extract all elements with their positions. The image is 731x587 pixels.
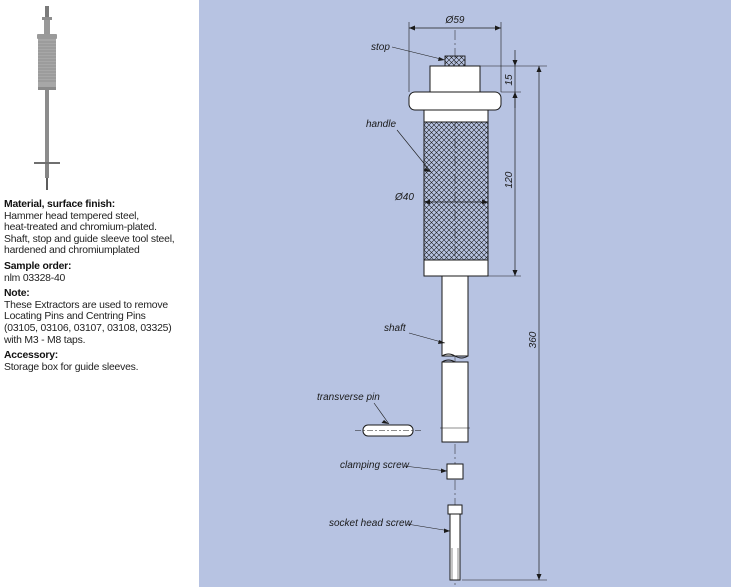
handle-collar xyxy=(408,91,502,111)
stop-body xyxy=(429,65,481,93)
dimension-diameter-59: Ø59 xyxy=(445,15,465,26)
clamping-screw xyxy=(446,463,464,480)
shaft-upper xyxy=(441,275,469,357)
dimension-120: 120 xyxy=(504,171,515,188)
note-line: with M3 - M8 taps. xyxy=(4,334,86,346)
label-shaft: shaft xyxy=(384,323,407,334)
extractor-technical-drawing: Ø59 Ø40 15 120 360 stop handle shaft tra… xyxy=(317,15,547,585)
sample-order-heading: Sample order: xyxy=(4,260,72,272)
extractor-thumbnail-image xyxy=(34,6,60,190)
technical-drawing-panel: Ø59 Ø40 15 120 360 stop handle shaft tra… xyxy=(199,0,731,587)
material-line: hardened and chromiumplated xyxy=(4,245,140,257)
material-heading: Material, surface finish: xyxy=(4,199,116,210)
socket-screw-shank xyxy=(449,513,461,581)
dimension-360: 360 xyxy=(528,331,539,348)
accessory-heading: Accessory: xyxy=(4,350,59,362)
product-specification: Material, surface finish: Hammer head te… xyxy=(4,199,196,373)
product-info-column: Material, surface finish: Hammer head te… xyxy=(0,0,198,587)
shaft-break-line xyxy=(441,353,469,359)
label-stop: stop xyxy=(371,42,390,53)
accessory-value: Storage box for guide sleeves. xyxy=(4,361,139,373)
label-clamping-screw: clamping screw xyxy=(340,460,410,471)
stop-knurled-cap xyxy=(444,55,466,67)
shaft-lower xyxy=(441,361,469,443)
label-transverse-pin: transverse pin xyxy=(317,392,380,403)
note-heading: Note: xyxy=(4,288,30,300)
note-line: Locating Pins and Centring Pins xyxy=(4,311,146,323)
note-line: (03105, 03106, 03107, 03108, 03325) xyxy=(4,322,172,334)
label-handle: handle xyxy=(366,119,396,130)
note-line: These Extractors are used to remove xyxy=(4,299,168,311)
dimension-diameter-40: Ø40 xyxy=(394,192,414,203)
socket-screw-head xyxy=(447,504,463,515)
label-socket-head-screw: socket head screw xyxy=(329,518,413,529)
material-line: Hammer head tempered steel, xyxy=(4,210,139,222)
handle-upper-ring xyxy=(423,109,489,123)
dimension-15: 15 xyxy=(504,74,515,86)
material-line: Shaft, stop and guide sleeve tool steel, xyxy=(4,233,175,245)
material-line: heat-treated and chromium-plated. xyxy=(4,222,157,234)
handle-lower-ring xyxy=(423,259,489,277)
sample-order-value: nlm 03328-40 xyxy=(4,272,66,284)
knurled-handle xyxy=(423,121,489,261)
